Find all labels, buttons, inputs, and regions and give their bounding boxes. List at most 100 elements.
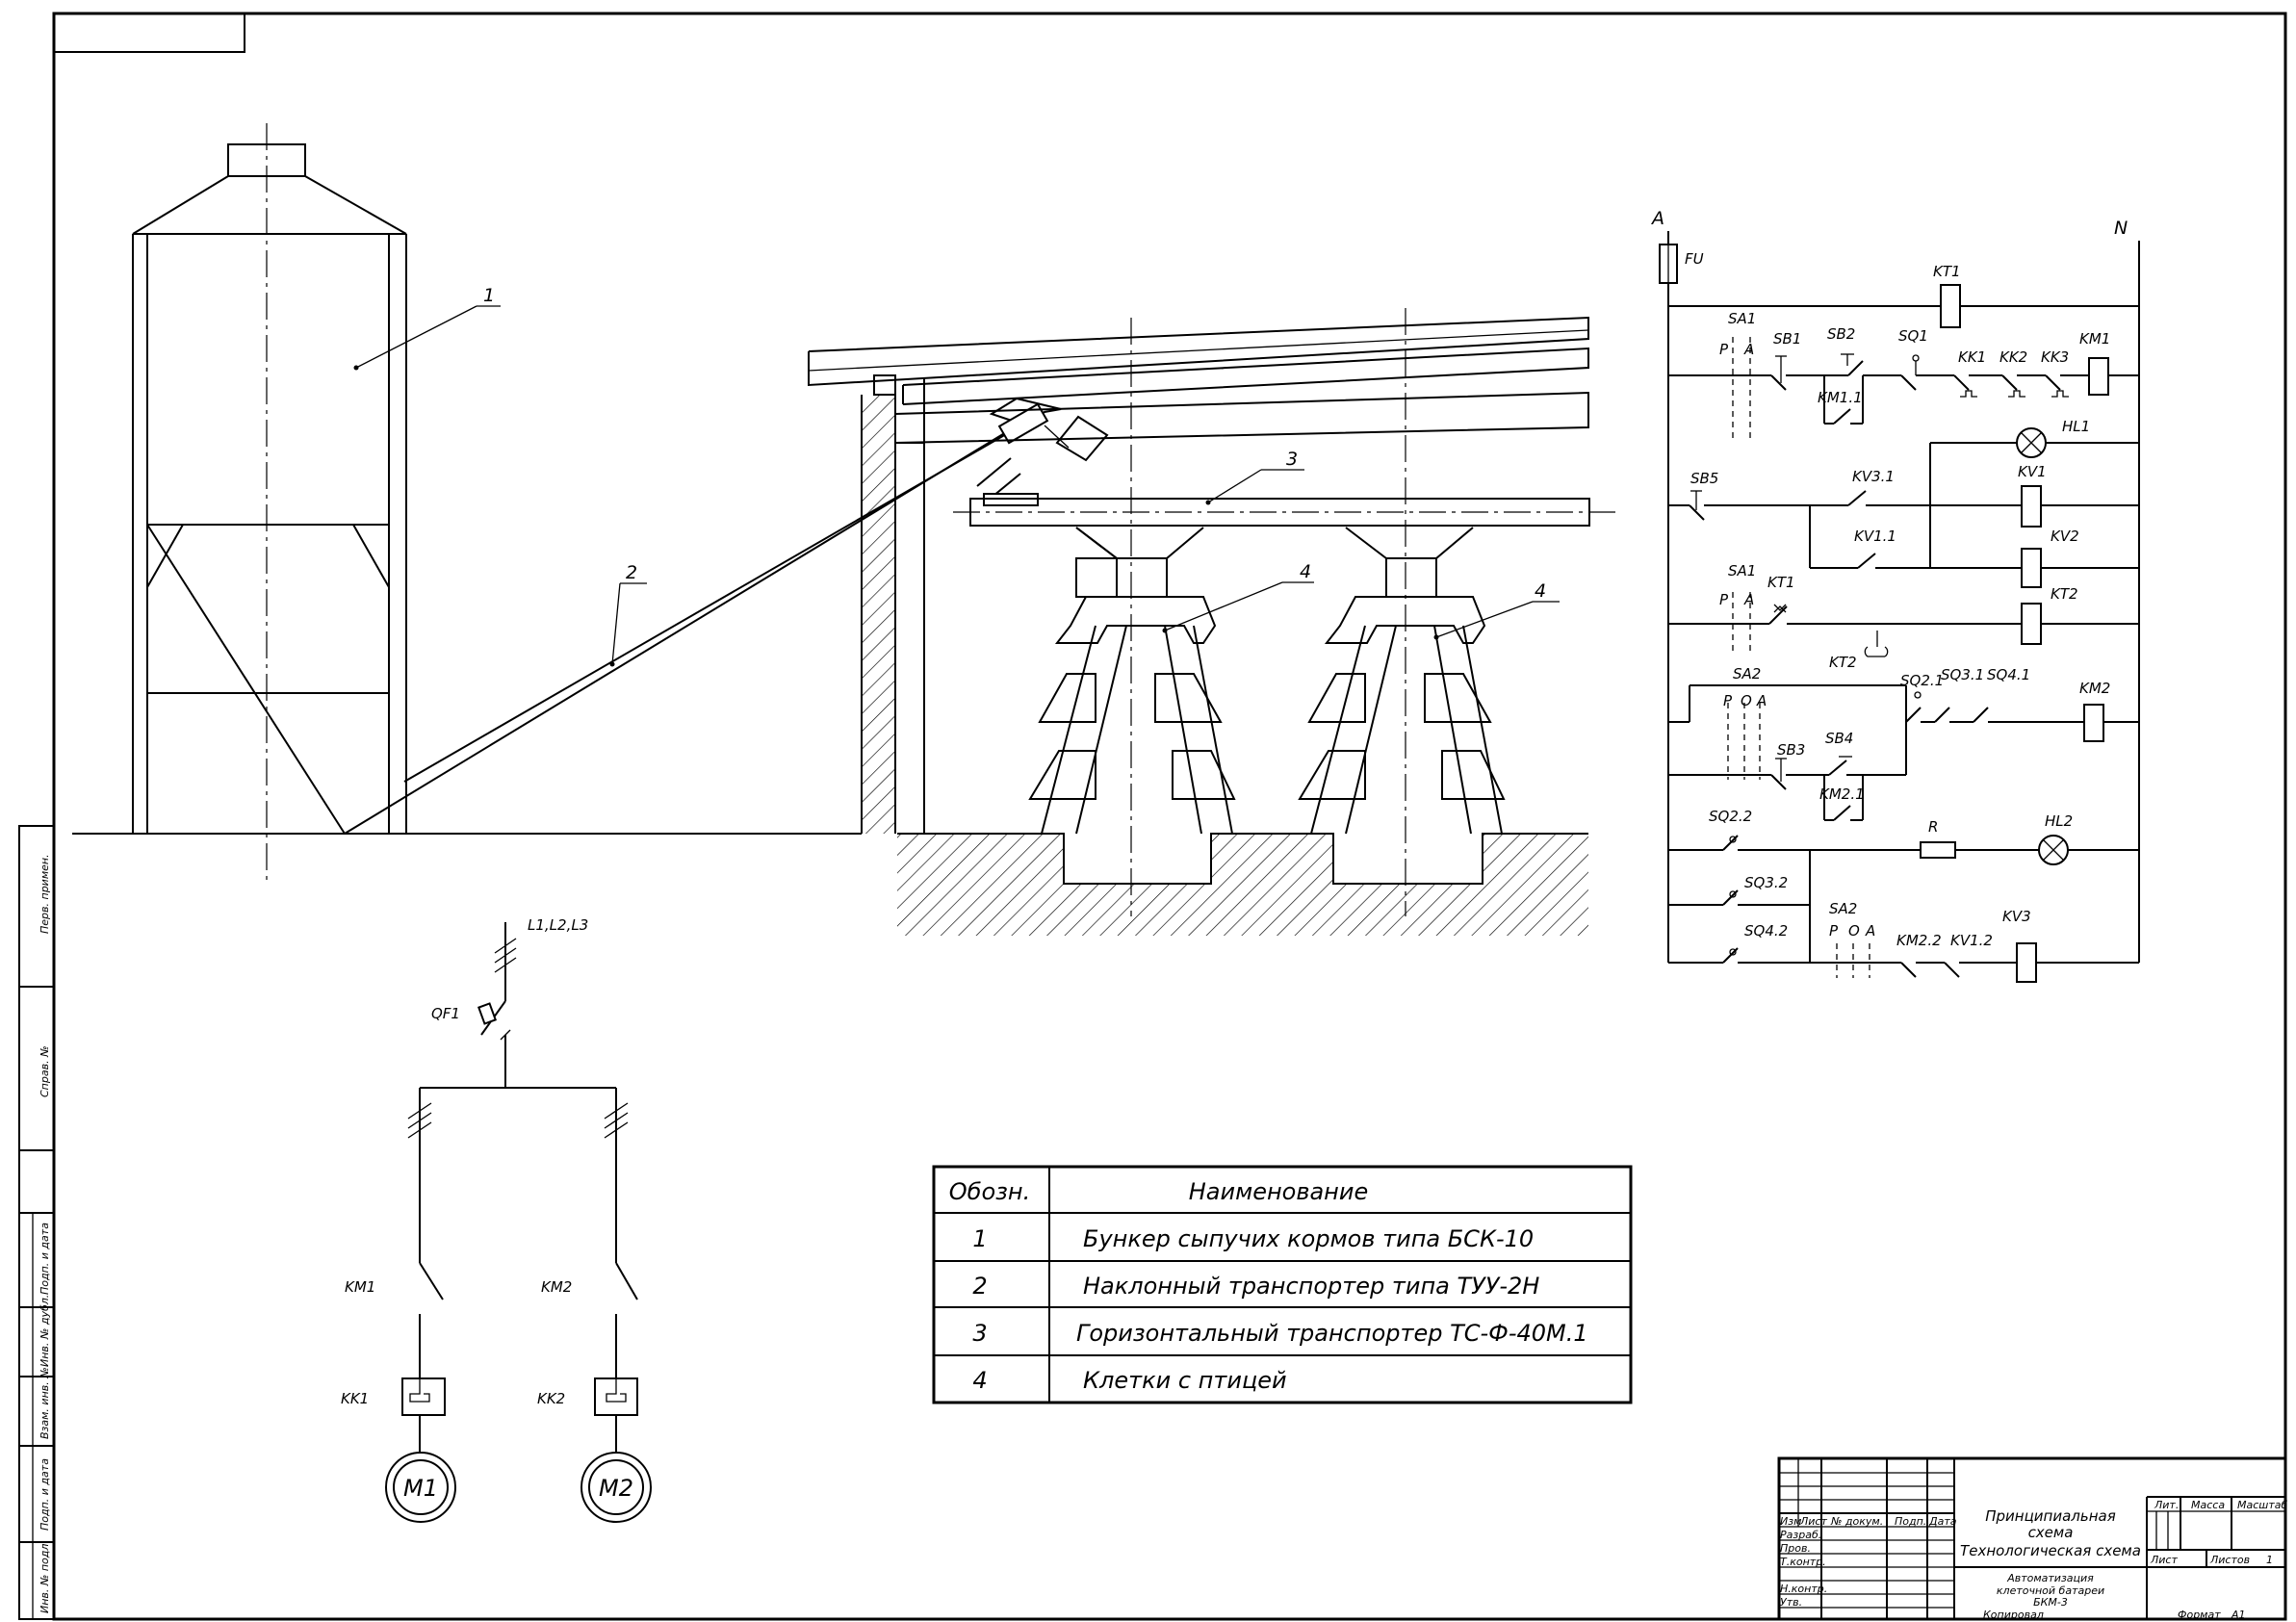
tb-col-doc: № докум.	[1830, 1515, 1883, 1528]
sb2-label: SB2	[1827, 325, 1855, 343]
km21-label: KM2.1	[1819, 785, 1865, 803]
phase-label: A	[1650, 208, 1664, 229]
sb3-label: SB3	[1777, 741, 1805, 759]
leader-2: 2	[609, 562, 647, 667]
sq22-label: SQ2.2	[1709, 808, 1752, 825]
stamp-podp1: Подп. и дата	[39, 1223, 51, 1295]
sa1b-label: SA1	[1728, 562, 1756, 579]
sa2-o-label: O	[1741, 692, 1752, 709]
tb-role-utv: Утв.	[1780, 1596, 1802, 1609]
tb-title-2: схема	[2028, 1524, 2074, 1541]
tb-sheet: Лист	[2150, 1554, 2178, 1566]
tb-sheets-count: 1	[2266, 1554, 2273, 1566]
table-row-3-code: 3	[972, 1320, 987, 1347]
km1-label: KM1	[345, 1278, 375, 1296]
sb1-label: SB1	[1773, 330, 1801, 348]
technological-scheme: 1 2 3 4 4	[72, 123, 1617, 936]
kv3-label: KV3	[2002, 908, 2031, 925]
tb-subtitle-2: клеточной батареи	[1997, 1584, 2104, 1597]
hl2-label: HL2	[2045, 812, 2073, 830]
sa2b-o-label: O	[1848, 922, 1860, 940]
kt2c-label: KT2	[1829, 654, 1857, 671]
tb-sheets: Листов	[2209, 1554, 2250, 1566]
kv12-label: KV1.2	[1950, 932, 1993, 949]
sa2b-a-label: A	[1865, 922, 1875, 940]
floor-pits	[897, 833, 1588, 936]
inclined-conveyor	[344, 397, 1109, 835]
leader-label-1: 1	[483, 285, 495, 306]
sa2-p-label: P	[1723, 692, 1733, 709]
kt1b-label: KT1	[1767, 574, 1795, 591]
km2-label: KM2	[541, 1278, 572, 1296]
stamp-podl: Инв. № подл.	[39, 1540, 51, 1613]
sa2b-label: SA2	[1829, 900, 1857, 917]
sq1-label: SQ1	[1898, 327, 1928, 345]
supply-label: L1,L2,L3	[528, 916, 588, 934]
leader-label-4b: 4	[1535, 580, 1546, 602]
tb-col-izm: Изм	[1780, 1515, 1801, 1528]
tb-col-list: Лист	[1799, 1515, 1827, 1528]
sa2b-p-label: P	[1829, 922, 1839, 940]
tb-role-tkontr: Т.контр.	[1780, 1556, 1826, 1568]
kv1-label: KV1	[2018, 463, 2047, 480]
table-header-name: Наименование	[1189, 1178, 1369, 1205]
tb-subtitle-3: БКМ-3	[2033, 1596, 2068, 1609]
tb-format: Формат	[2178, 1609, 2221, 1621]
stamp-dubl: Инв. № дубл.	[39, 1295, 51, 1367]
table-row-1-code: 1	[972, 1225, 987, 1252]
kk1-label: KK1	[341, 1390, 369, 1407]
building-wall	[808, 316, 1589, 834]
sq42-label: SQ4.2	[1744, 922, 1788, 940]
tb-col-date: Дата	[1928, 1515, 1957, 1528]
neutral-label: N	[2114, 218, 2128, 239]
stamp-perv: Перв. примен.	[39, 854, 51, 934]
sa1b-p-label: P	[1719, 591, 1729, 608]
tb-copied: Копировал	[1983, 1609, 2044, 1621]
km2-ctrl-label: KM2	[2079, 680, 2110, 697]
m2-label: M2	[599, 1475, 633, 1502]
horizontal-conveyor	[953, 498, 1617, 527]
sq31-label: SQ3.1	[1941, 666, 1984, 683]
leader-4a: 4	[1162, 561, 1314, 633]
table-row-4-code: 4	[972, 1367, 987, 1394]
kv11-label: KV1.1	[1854, 528, 1896, 545]
control-circuit: A N FU KT1 SA1 P A SB1 SB2	[1650, 208, 2140, 983]
r-label: R	[1928, 818, 1938, 836]
tb-subtitle-1: Автоматизация	[2006, 1572, 2094, 1584]
leader-1: 1	[353, 285, 501, 371]
kt2-label: KT2	[2051, 585, 2078, 603]
leader-3: 3	[1205, 449, 1304, 505]
table-row-1-name: Бункер сыпучих кормов типа БСК-10	[1083, 1225, 1534, 1252]
leader-label-2: 2	[626, 562, 637, 583]
tb-format-value: A1	[2231, 1609, 2246, 1621]
sa1-a-label: A	[1743, 341, 1754, 358]
sb5-label: SB5	[1690, 470, 1718, 487]
stamp-podp2: Подп. и дата	[39, 1458, 51, 1531]
stamp-sprav: Справ. №	[39, 1045, 51, 1097]
bunker	[132, 123, 407, 881]
tb-col-podp: Подп.	[1895, 1515, 1926, 1528]
breaker-label: QF1	[431, 1005, 460, 1022]
hl1-label: HL1	[2062, 418, 2090, 435]
leader-label-3: 3	[1286, 449, 1298, 470]
tb-title-3: Технологическая схема	[1960, 1542, 2141, 1559]
cage-battery-right	[1298, 308, 1506, 916]
kk2-ctrl-label: KK2	[1999, 348, 2027, 366]
side-stamp: Перв. примен. Справ. № Подп. и дата Инв.…	[18, 825, 55, 1620]
fu-label: FU	[1685, 250, 1704, 268]
sa2-a-label: A	[1756, 692, 1767, 709]
tb-title-1: Принципиальная	[1985, 1507, 2116, 1525]
sb4-label: SB4	[1825, 730, 1853, 747]
leader-4b: 4	[1433, 580, 1560, 640]
tb-scale: Масштаб	[2237, 1499, 2287, 1511]
km1-ctrl-label: KM1	[2079, 330, 2110, 348]
sq32-label: SQ3.2	[1744, 874, 1788, 891]
sa2-label: SA2	[1733, 665, 1761, 682]
power-circuit: L1,L2,L3 QF1 KM1 KK1 M1 KM2	[341, 916, 652, 1523]
tb-lit: Лит.	[2154, 1499, 2179, 1511]
kv31-label: KV3.1	[1852, 468, 1895, 485]
sq41-label: SQ4.1	[1987, 666, 2030, 683]
tb-role-prov: Пров.	[1780, 1542, 1811, 1555]
stamp-vzam: Взам. инв. №	[39, 1367, 51, 1439]
